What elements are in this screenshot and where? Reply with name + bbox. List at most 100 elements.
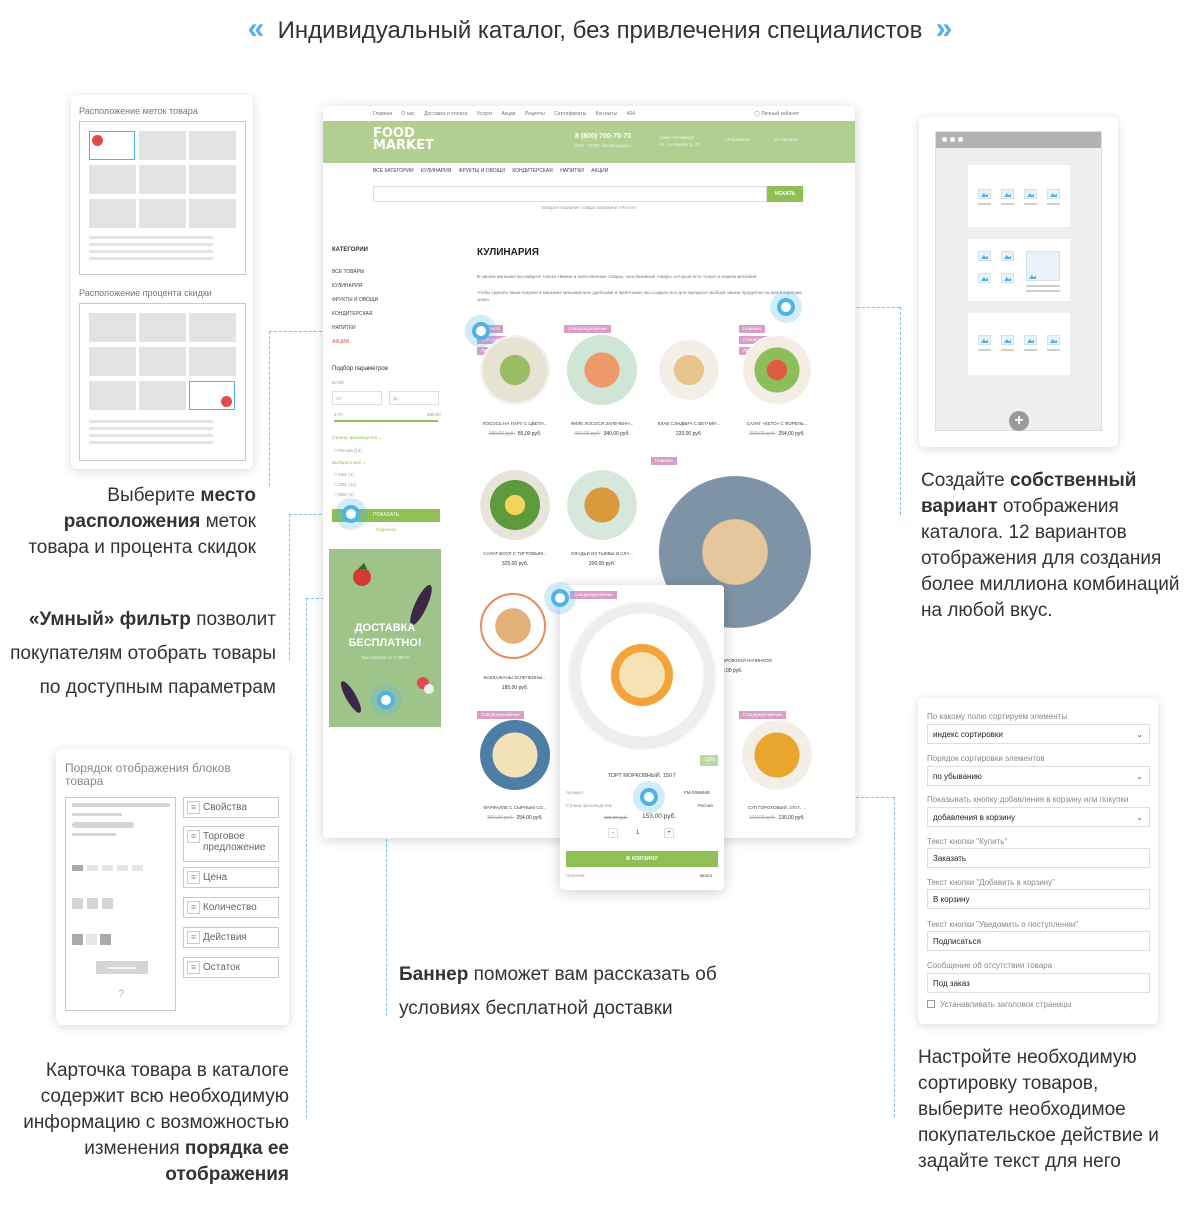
category-item[interactable]: АКЦИИ	[332, 339, 350, 345]
weight-filter-option[interactable]: □ 200г (11)	[334, 482, 357, 487]
product-image[interactable]	[567, 470, 637, 540]
topnav-link[interactable]: Рецепты	[524, 111, 545, 117]
quote-left-icon: «	[247, 12, 265, 45]
hotspot-marker-icon[interactable]	[370, 684, 402, 716]
order-item[interactable]: Действия	[183, 927, 279, 948]
image-icon	[978, 273, 991, 283]
layout-variant-featured[interactable]	[968, 239, 1070, 301]
product-name[interactable]: ФИЛЕ ЛОСОСЯ ЗАПЕЧЕНН...	[570, 421, 634, 426]
image-icon	[978, 335, 991, 345]
menu-item[interactable]: ФРУКТЫ И ОВОЩИ	[458, 168, 505, 174]
order-item[interactable]: Цена	[183, 867, 279, 888]
sort-order-select[interactable]: по убыванию⌄	[927, 766, 1150, 786]
category-item[interactable]: ВСЕ ТОВАРЫ	[332, 269, 365, 275]
discount-placement-title: Расположение процента скидки	[79, 288, 212, 298]
discount-position-option[interactable]	[189, 381, 235, 410]
topnav-link[interactable]: Акции	[501, 111, 516, 117]
topnav-link[interactable]: Главная	[373, 111, 393, 117]
topnav-link[interactable]: Сертификаты	[554, 111, 587, 117]
category-item[interactable]: ФРУКТЫ И ОВОЩИ	[332, 297, 379, 303]
page-title: « Индивидуальный каталог, без привлечени…	[0, 12, 1200, 46]
price-range-slider[interactable]	[334, 420, 438, 422]
product-image[interactable]	[742, 720, 812, 790]
category-item[interactable]: КУЛИНАРИЯ	[332, 283, 363, 289]
account-link[interactable]: ◯ Личный кабинет	[754, 111, 799, 117]
product-name[interactable]: ФАРФАЛЛЕ С СЫРНЫМ СО...	[483, 805, 547, 810]
order-item[interactable]: Остаток	[183, 957, 279, 978]
search-input[interactable]	[373, 186, 767, 202]
order-item[interactable]: Торговое предложение	[183, 826, 279, 862]
weight-filter-label[interactable]: Выберите вес ⌄	[332, 460, 367, 465]
menu-item[interactable]: КОНДИТЕРСКАЯ	[512, 168, 553, 174]
order-item[interactable]: Свойства	[183, 797, 279, 818]
reset-link[interactable]: Сбросить	[375, 527, 396, 532]
product-price: 160,00 руб.136,00 руб.	[749, 815, 805, 821]
favorites-link[interactable]: ♡ Избранное	[721, 137, 750, 142]
product-price: 300,00 руб.254,00 руб.	[749, 431, 805, 437]
weight-filter-option[interactable]: □ 150г (1)	[334, 472, 354, 477]
hotspot-marker-icon[interactable]	[465, 315, 497, 347]
product-image[interactable]	[742, 335, 812, 405]
product-image[interactable]	[570, 603, 714, 747]
layout-variant-list[interactable]	[968, 313, 1070, 375]
shop-logo[interactable]: FOOD MARKET	[373, 126, 434, 153]
product-image[interactable]	[480, 470, 550, 540]
product-name[interactable]: ЛОСОСЬ НА ПАРУ С ЦВЕТН...	[482, 421, 548, 426]
product-image[interactable]	[480, 335, 550, 405]
hotspot-marker-icon[interactable]	[335, 498, 367, 530]
sort-field-select[interactable]: индекс сортировки⌄	[927, 724, 1150, 744]
product-name[interactable]: БАКЛАЖАНЫ ЗАПЕЧЕННЫ...	[483, 675, 547, 680]
buy-button-mode-select[interactable]: добавления в корзину⌄	[927, 807, 1150, 827]
search-button[interactable]: ИСКАТЬ	[767, 186, 803, 202]
price-from-input[interactable]: От	[332, 391, 382, 405]
hotspot-marker-icon[interactable]	[544, 582, 576, 614]
notify-button-text-input[interactable]: Подписаться	[927, 931, 1150, 951]
qty-minus-button[interactable]: -	[608, 828, 618, 838]
product-name[interactable]: КЛАБ СЭНДВИЧ С ВЕТЧИН...	[657, 421, 721, 426]
out-of-stock-message-input[interactable]: Под заказ	[927, 973, 1150, 993]
add-to-cart-button[interactable]: В КОРЗИНУ	[566, 851, 718, 867]
menu-item[interactable]: НАПИТКИ	[560, 168, 584, 174]
product-name[interactable]: САЛАТ «КЕТО» С ФОРЕЛЬ...	[746, 421, 808, 426]
product-name[interactable]: СУП ГОРОХОВЫЙ, 270 Г, ...	[747, 805, 807, 810]
menu-item[interactable]: ВСЕ КАТЕГОРИИ	[373, 168, 414, 174]
product-image[interactable]	[654, 335, 724, 405]
topnav-link[interactable]: Контакты	[595, 111, 618, 117]
menu-item[interactable]: КУЛИНАРИЯ	[420, 168, 452, 174]
cart-link[interactable]: ☍ Корзина	[774, 137, 798, 142]
sku-value: FM-0086469	[684, 790, 710, 795]
menu-item[interactable]: АКЦИИ	[591, 168, 609, 174]
category-item[interactable]: КОНДИТЕРСКАЯ	[332, 311, 373, 317]
topnav-link[interactable]: Услуги	[476, 111, 493, 117]
old-price: 180,00 руб.	[604, 815, 628, 820]
country-filter-label[interactable]: Страна производства ⌄	[332, 435, 383, 440]
add-variant-icon[interactable]: +	[1009, 411, 1029, 431]
phone-number[interactable]: 8 (800) 700-70-70	[575, 133, 632, 140]
price-to-input[interactable]: До	[389, 391, 439, 405]
product-name[interactable]: ОЛАДЬИ ИЗ ТЫКВЫ И СЛА...	[570, 551, 634, 556]
topnav-link[interactable]: О нас	[401, 111, 415, 117]
buy-button-text-input[interactable]: Заказать	[927, 848, 1150, 868]
topnav-link[interactable]: 404	[626, 111, 635, 117]
hotspot-marker-icon[interactable]	[633, 781, 665, 813]
layout-variant-grid[interactable]	[968, 165, 1070, 227]
labels-placement-title: Расположение меток товара	[79, 106, 198, 116]
add-to-cart-text-input[interactable]: В корзину	[927, 889, 1150, 909]
topnav-link[interactable]: Доставка и оплата	[424, 111, 468, 117]
product-name[interactable]: САЛАТ-БОУЛ С ТИГРОВЫМ...	[483, 551, 547, 556]
hotspot-marker-icon[interactable]	[770, 291, 802, 323]
product-name[interactable]: ТОРТ МОРКОВНЫЙ, 150 Г	[607, 773, 677, 779]
product-image[interactable]	[567, 335, 637, 405]
product-image[interactable]	[480, 593, 546, 659]
label-position-option[interactable]	[89, 131, 135, 160]
product-card-popup[interactable]: Спецпредложение -15% ТОРТ МОРКОВНЫЙ, 150…	[560, 585, 724, 890]
qty-plus-button[interactable]: +	[664, 828, 674, 838]
category-item[interactable]: НАПИТКИ	[332, 325, 356, 331]
weight-filter-option[interactable]: □ 250г (1)	[334, 492, 354, 497]
page-title-checkbox[interactable]	[927, 1000, 935, 1008]
product-image[interactable]	[480, 720, 550, 790]
product-name[interactable]: ВОРОЖНОЙ НАЧИНКОЙ	[719, 658, 772, 663]
qty-value[interactable]: 1	[636, 830, 640, 836]
order-item[interactable]: Количество	[183, 897, 279, 918]
country-filter-option[interactable]: □ Россия (14)	[334, 448, 362, 453]
